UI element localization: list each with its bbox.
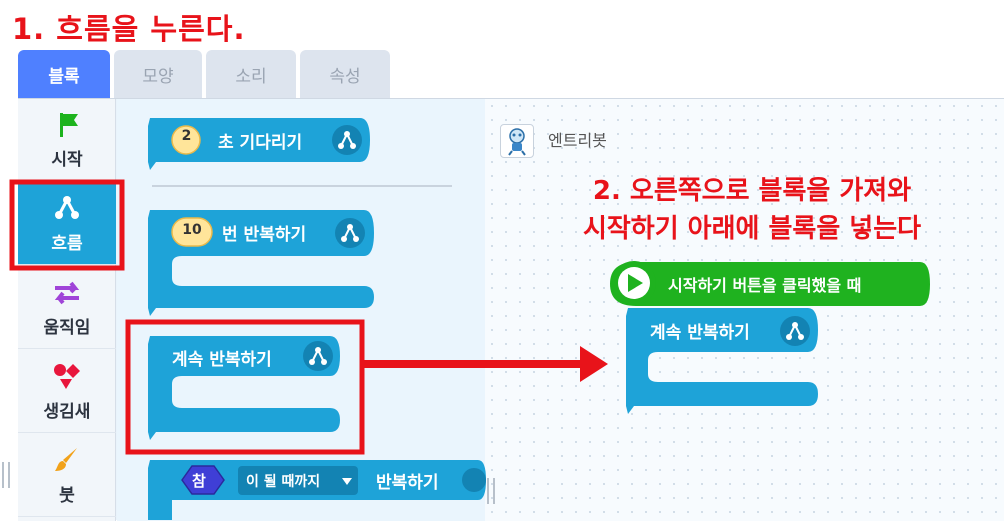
shapes-icon <box>51 361 83 391</box>
tab-sounds[interactable]: 소리 <box>206 50 296 98</box>
tab-properties[interactable]: 속성 <box>300 50 390 98</box>
category-flow[interactable]: 흐름 <box>18 183 116 265</box>
tab-shapes[interactable]: 모양 <box>114 50 202 98</box>
category-label: 시작 <box>51 150 83 170</box>
block-palette <box>117 99 485 521</box>
forever-label-palette: 계속 반복하기 <box>172 350 272 370</box>
category-label: 붓 <box>59 486 75 506</box>
category-start[interactable]: 시작 <box>18 99 116 181</box>
bool-true[interactable]: 참 <box>192 472 206 490</box>
flag-icon <box>51 109 83 139</box>
category-move[interactable]: 움직임 <box>18 267 116 349</box>
step1-annotation: 1. 흐름을 누른다. <box>12 12 246 46</box>
repeat-value[interactable]: 10 <box>182 222 202 238</box>
object-name: 엔트리봇 <box>548 131 607 150</box>
wait-value[interactable]: 2 <box>181 128 192 144</box>
entrybot-object-icon[interactable] <box>500 124 534 158</box>
until-dropdown[interactable]: 이 될 때까지 <box>246 474 321 490</box>
repeat-label: 번 반복하기 <box>222 225 307 245</box>
category-sidebar: 시작 흐름 움직임 생김새 붓 <box>18 99 116 521</box>
category-brush[interactable]: 붓 <box>18 435 116 517</box>
category-label: 생김새 <box>43 402 91 422</box>
brush-icon <box>51 445 83 475</box>
script-canvas[interactable] <box>485 99 1004 521</box>
step2-line1: 2. 오른쪽으로 블록을 가져와 <box>592 176 912 206</box>
category-looks[interactable]: 생김새 <box>18 351 116 433</box>
until-label: 반복하기 <box>376 473 439 493</box>
start-block-label: 시작하기 버튼을 클릭했을 때 <box>668 276 862 295</box>
category-label: 움직임 <box>43 318 91 338</box>
category-label: 흐름 <box>51 234 83 254</box>
forever-label-canvas: 계속 반복하기 <box>650 323 750 343</box>
palette-resize-grip[interactable] <box>487 478 495 504</box>
tab-blocks[interactable]: 블록 <box>18 50 110 98</box>
resize-grip[interactable] <box>2 462 10 488</box>
wait-label: 초 기다리기 <box>218 133 303 153</box>
move-arrows-icon <box>51 277 83 307</box>
flow-icon <box>51 193 83 223</box>
editor-frame: 시작 흐름 움직임 생김새 붓 <box>18 98 1004 521</box>
step2-line2: 시작하기 아래에 블록을 넣는다 <box>582 214 922 244</box>
